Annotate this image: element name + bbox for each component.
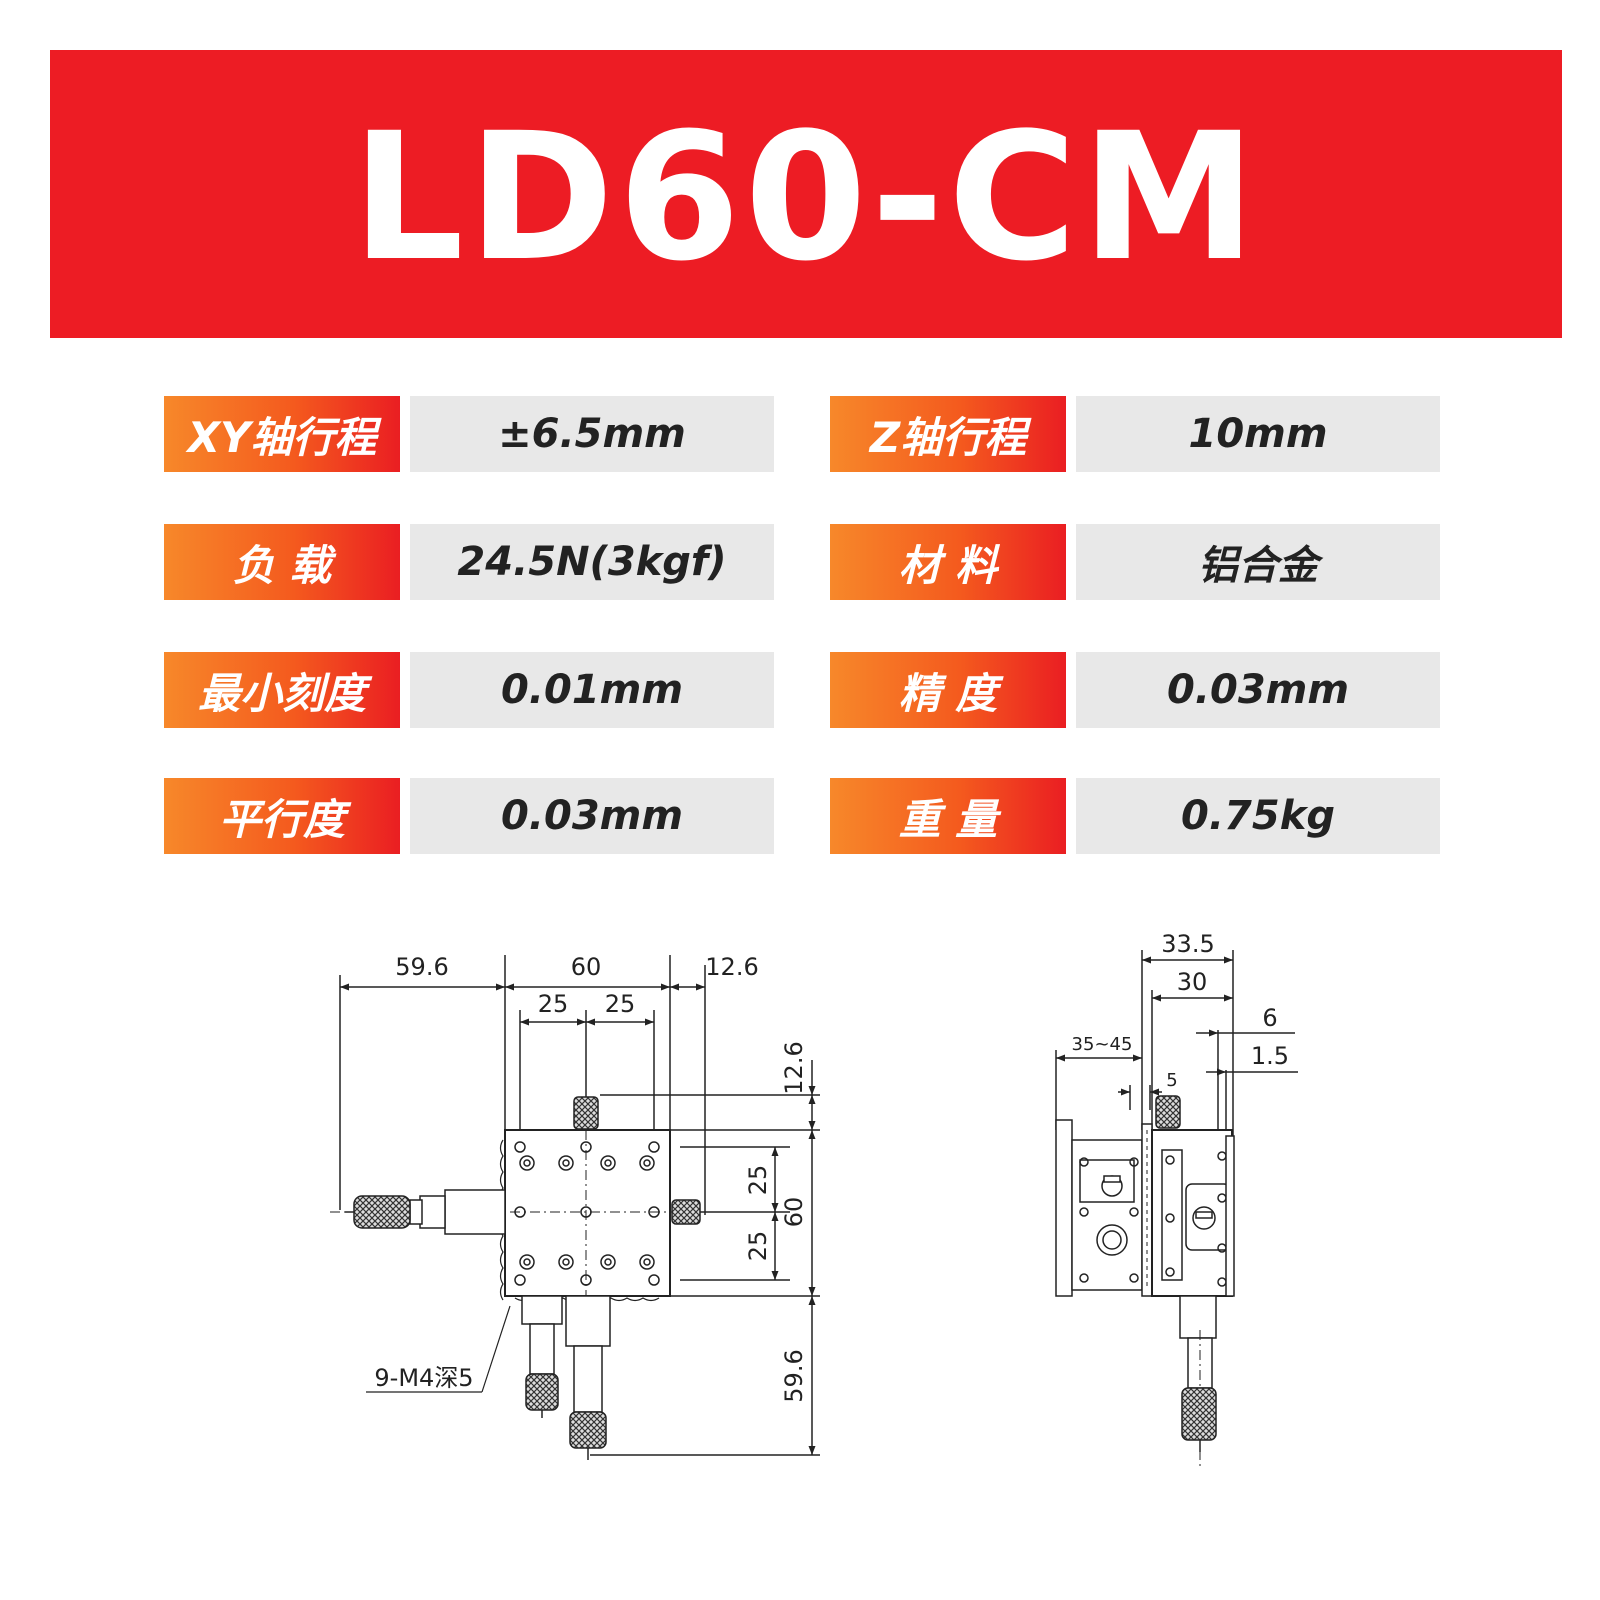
spec-row-z-travel: Z轴行程 10mm — [830, 396, 1440, 472]
spec-value: 0.03mm — [1076, 652, 1440, 728]
spec-row-xy-travel: XY轴行程 ±6.5mm — [164, 396, 774, 472]
spec-row-min-graduation: 最小刻度 0.01mm — [164, 652, 774, 728]
spec-label: 平行度 — [164, 778, 400, 854]
spec-row-material: 材 料 铝合金 — [830, 524, 1440, 600]
dim-small: 5 — [1166, 1070, 1177, 1091]
dim-top-height: 12.6 — [780, 1041, 808, 1094]
spec-value: 铝合金 — [1076, 524, 1440, 600]
spec-row-weight: 重 量 0.75kg — [830, 778, 1440, 854]
spec-label: 重 量 — [830, 778, 1066, 854]
dim-right-height: 60 — [780, 1197, 808, 1228]
dim-left-width: 59.6 — [395, 953, 448, 981]
product-title: LD60-CM — [351, 95, 1261, 300]
dim-offset-1-5: 1.5 — [1251, 1042, 1289, 1070]
spec-value: 24.5N(3kgf) — [410, 524, 774, 600]
side-view-drawing — [1055, 950, 1298, 1470]
spec-label: 最小刻度 — [164, 652, 400, 728]
spec-label: Z轴行程 — [830, 396, 1066, 472]
dim-half-right: 25 — [605, 990, 636, 1018]
dim-half-upper: 25 — [744, 1165, 772, 1196]
dim-top-width: 60 — [571, 953, 602, 981]
spec-value: 0.03mm — [410, 778, 774, 854]
spec-value: 0.01mm — [410, 652, 774, 728]
spec-label: 负 载 — [164, 524, 400, 600]
spec-value: 10mm — [1076, 396, 1440, 472]
top-view-drawing — [330, 955, 820, 1460]
dim-half-lower: 25 — [744, 1231, 772, 1262]
dim-range: 35~45 — [1072, 1034, 1133, 1055]
dim-offset-6: 6 — [1262, 1004, 1277, 1032]
spec-label: XY轴行程 — [164, 396, 400, 472]
dim-bottom-height: 59.6 — [780, 1349, 808, 1402]
dim-inner-width: 30 — [1177, 968, 1208, 996]
dim-half-left: 25 — [538, 990, 569, 1018]
spec-value: ±6.5mm — [410, 396, 774, 472]
title-banner: LD60-CM — [50, 50, 1562, 338]
spec-row-parallelism: 平行度 0.03mm — [164, 778, 774, 854]
dim-right-offset: 12.6 — [705, 953, 758, 981]
hole-note: 9-M4深5 — [374, 1364, 473, 1392]
spec-row-accuracy: 精 度 0.03mm — [830, 652, 1440, 728]
spec-row-load: 负 载 24.5N(3kgf) — [164, 524, 774, 600]
spec-value: 0.75kg — [1076, 778, 1440, 854]
spec-label: 精 度 — [830, 652, 1066, 728]
dim-overall-width: 33.5 — [1161, 930, 1214, 958]
spec-label: 材 料 — [830, 524, 1066, 600]
